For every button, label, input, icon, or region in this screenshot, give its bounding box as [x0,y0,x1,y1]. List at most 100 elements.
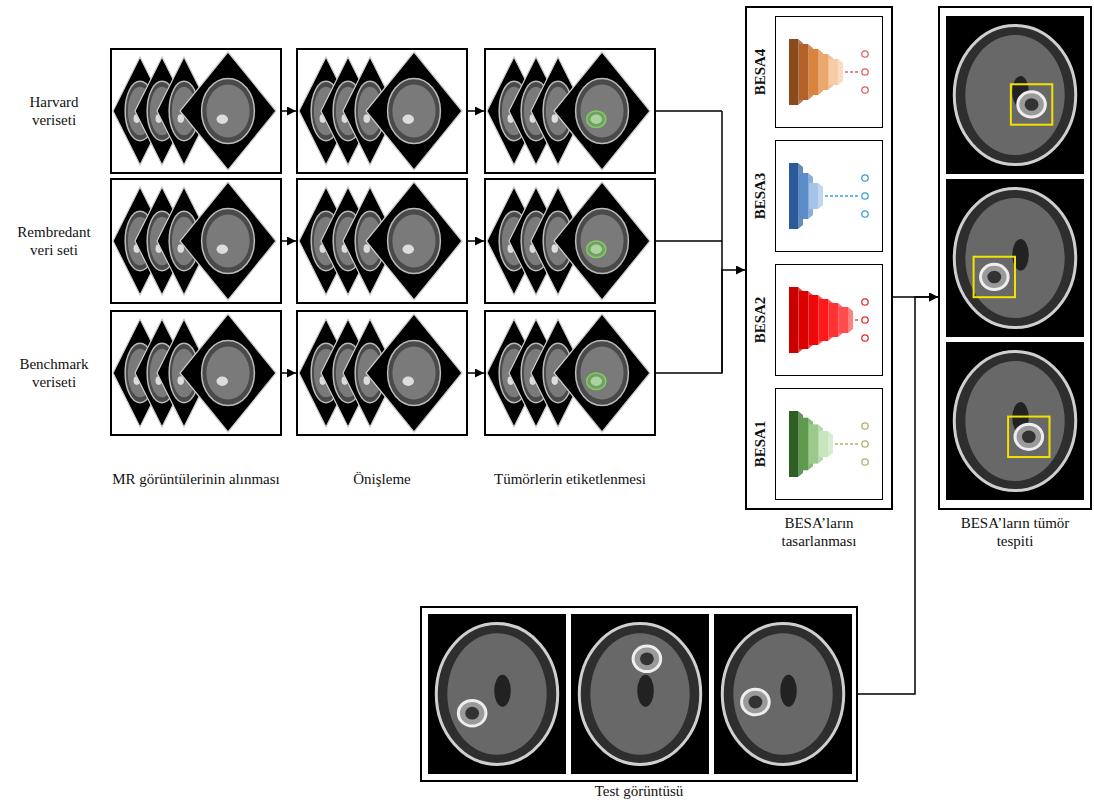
mri-slice [366,52,462,170]
slice-stack [299,314,462,432]
dense-link [845,71,859,72]
dense-link [835,443,859,444]
tumor [742,689,770,715]
slice-frame [554,52,650,170]
detection-box [974,257,1015,297]
dataset-label: Benchmark veriseti [10,355,98,391]
mri-slice [180,52,276,170]
skull [202,209,255,274]
slice-stack [113,52,276,170]
preprocess-box: Önişleme [296,310,468,436]
model-box: BESA1 [775,388,883,500]
tumor [402,115,414,124]
tumor-core [640,652,654,665]
slice-frame [554,314,650,432]
layer [809,183,818,209]
image-ground [571,614,709,774]
layer [789,287,798,353]
model-group-box: BESA’ların tasarlanmasıBESA4BESA3BESA2BE… [745,6,893,510]
flow-arrow [468,110,484,112]
tumor-core [1025,98,1039,111]
flow-arrow [282,372,296,374]
brain [206,214,249,267]
skull [722,624,843,765]
brain [590,633,689,755]
image-stack-box [297,179,467,303]
cnn-icon [789,411,868,477]
dataset-box: Rembredant veri seti [110,178,282,304]
mri-slice [554,182,650,300]
ventricle [494,675,511,707]
tumor-core [465,707,479,720]
mri-image [946,179,1084,337]
tumor [216,377,228,386]
brain [392,84,435,137]
layer [799,418,808,471]
slice-frame [366,182,462,300]
layer [789,163,798,229]
layer [839,307,848,333]
cnn-icon [789,39,868,105]
dataset-box: Benchmark verisetiMR görüntülerinin alın… [110,310,282,436]
skull [579,624,700,765]
output-neuron [862,423,868,429]
stage-caption: BESA’ların tümör tespiti [959,514,1071,550]
model-label: BESA3 [751,173,769,220]
skull [436,624,557,765]
image-ground [946,342,1084,500]
tumor [402,245,414,254]
tumor [1015,424,1043,449]
labeling-box: Tümörlerin etiketlenmesi [484,310,656,436]
slice-frame [180,52,276,170]
tumor-core [987,271,1001,284]
slice-stack [487,52,650,170]
skull [388,79,441,144]
brain [447,633,546,755]
image-ground [428,614,566,774]
brain [392,214,435,267]
mri-slice [180,182,276,300]
output-neuron [862,335,868,341]
mri-image [714,614,852,774]
mri-image [428,614,566,774]
brain [580,214,623,267]
layer [819,54,828,90]
skull [202,79,255,144]
slice-stack [113,182,276,300]
mri-slice [554,314,650,432]
layer [819,299,828,341]
cnn-icon [789,287,868,353]
output-neuron [862,193,868,199]
layer [819,431,828,457]
brain [580,346,623,399]
slice-frame [554,182,650,300]
image-ground [714,614,852,774]
image-stack-box [297,49,467,173]
brain [392,346,435,399]
layer [799,44,808,100]
mri-image [571,614,709,774]
mri-slice [554,52,650,170]
detection-result-box: BESA’ların tümör tespiti [938,6,1092,510]
skull [954,188,1075,327]
cnn-icon [789,163,868,229]
layer [789,411,798,477]
image-ground [946,16,1084,174]
stage-caption: BESA’ların tasarlanması [763,514,875,550]
tumor [216,245,228,254]
output-neuron [862,211,868,217]
stage-caption: MR görüntülerinin alınması [112,470,279,488]
model-box: BESA3 [775,140,883,252]
mri-slice [366,314,462,432]
tumor [981,264,1009,289]
skull [576,341,629,406]
dataset-box: Harvard veriseti [110,48,282,174]
model-label: BESA4 [751,49,769,96]
skull [388,341,441,406]
flow-arrow [858,297,938,694]
tumor [458,700,486,726]
merge-line [656,110,722,112]
slice-stack [113,314,276,432]
